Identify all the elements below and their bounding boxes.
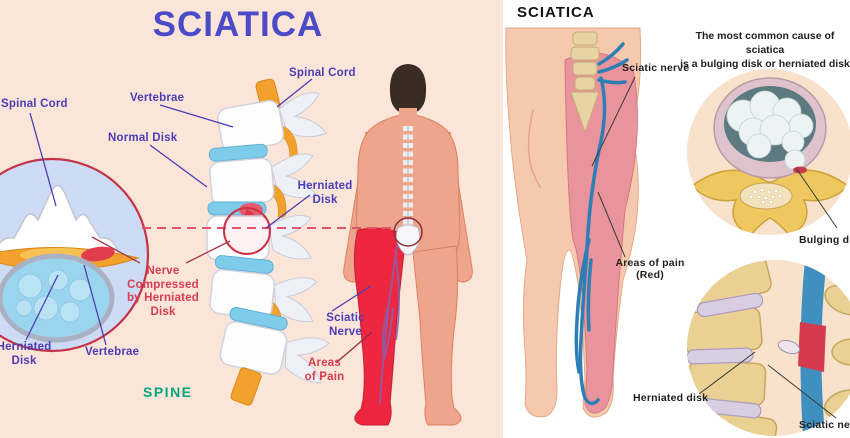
- sciatic-nerve-path: [574, 42, 629, 406]
- label-herniated-disk-mid: Herniated Disk: [297, 180, 353, 206]
- label-areas-of-pain-right: Areas of pain (Red): [615, 257, 685, 282]
- lower-back-marker-circle: [393, 217, 423, 247]
- pain-area-right: [564, 52, 638, 414]
- right-panel-caption: The most common cause of sciatica is a b…: [680, 30, 850, 71]
- label-bulging-disk: Bulging disk: [799, 234, 850, 246]
- vertebra-crosssection-magnifier: [0, 157, 150, 353]
- leader-lines: [25, 78, 373, 363]
- nerve-bundle-dots: [748, 187, 783, 205]
- sciatic-nerve-lines: [379, 241, 400, 405]
- left-panel: SCIATICA Spinal Cord Vertebrae Normal Di…: [0, 0, 503, 438]
- bulging-disk-illustration: [687, 69, 850, 235]
- leader-lines: [591, 76, 838, 419]
- herniation-highlight-circle: [223, 207, 271, 255]
- right-panel-artwork: [505, 27, 850, 436]
- leg-figure: [505, 27, 642, 418]
- label-spinal-cord-left: Spinal Cord: [1, 98, 68, 110]
- label-nerve-compressed: Nerve Compressed by Herniated Disk: [126, 265, 200, 318]
- human-figure-back: [343, 64, 473, 426]
- label-vertebrae-bottom: Vertebrae: [85, 346, 140, 358]
- bulge-spot: [793, 166, 807, 174]
- label-sciatic-nerve-left: Sciatic Nerve: [326, 312, 365, 338]
- label-areas-of-pain-left: Areas of Pain: [304, 357, 345, 383]
- nerve-compression-red: [798, 322, 826, 372]
- disk-nucleus: [726, 90, 814, 171]
- label-vertebrae-top: Vertebrae: [130, 92, 185, 104]
- left-panel-title: SCIATICA: [152, 5, 324, 44]
- label-normal-disk: Normal Disk: [108, 132, 178, 144]
- vertebra-unit: [208, 143, 318, 218]
- sacrum: [570, 31, 600, 134]
- label-herniated-disk-bottom: Herniated Disk: [0, 341, 52, 367]
- right-panel-title: SCIATICA: [517, 4, 595, 21]
- herniation-nub: [777, 339, 801, 355]
- label-spinal-cord-right: Spinal Cord: [289, 67, 356, 79]
- label-sciatic-nerve-bottom: Sciatic nerve: [799, 419, 850, 431]
- label-sciatic-nerve-top: Sciatic nerve: [622, 62, 690, 74]
- vertebra-unit: [219, 307, 330, 406]
- head-hair: [389, 64, 427, 115]
- label-spine-caption: SPINE: [143, 384, 193, 400]
- right-panel: [503, 0, 850, 438]
- label-herniated-disk-right: Herniated disk: [633, 392, 709, 404]
- left-panel-artwork: [0, 64, 473, 426]
- spine-side-illustration: [206, 78, 330, 406]
